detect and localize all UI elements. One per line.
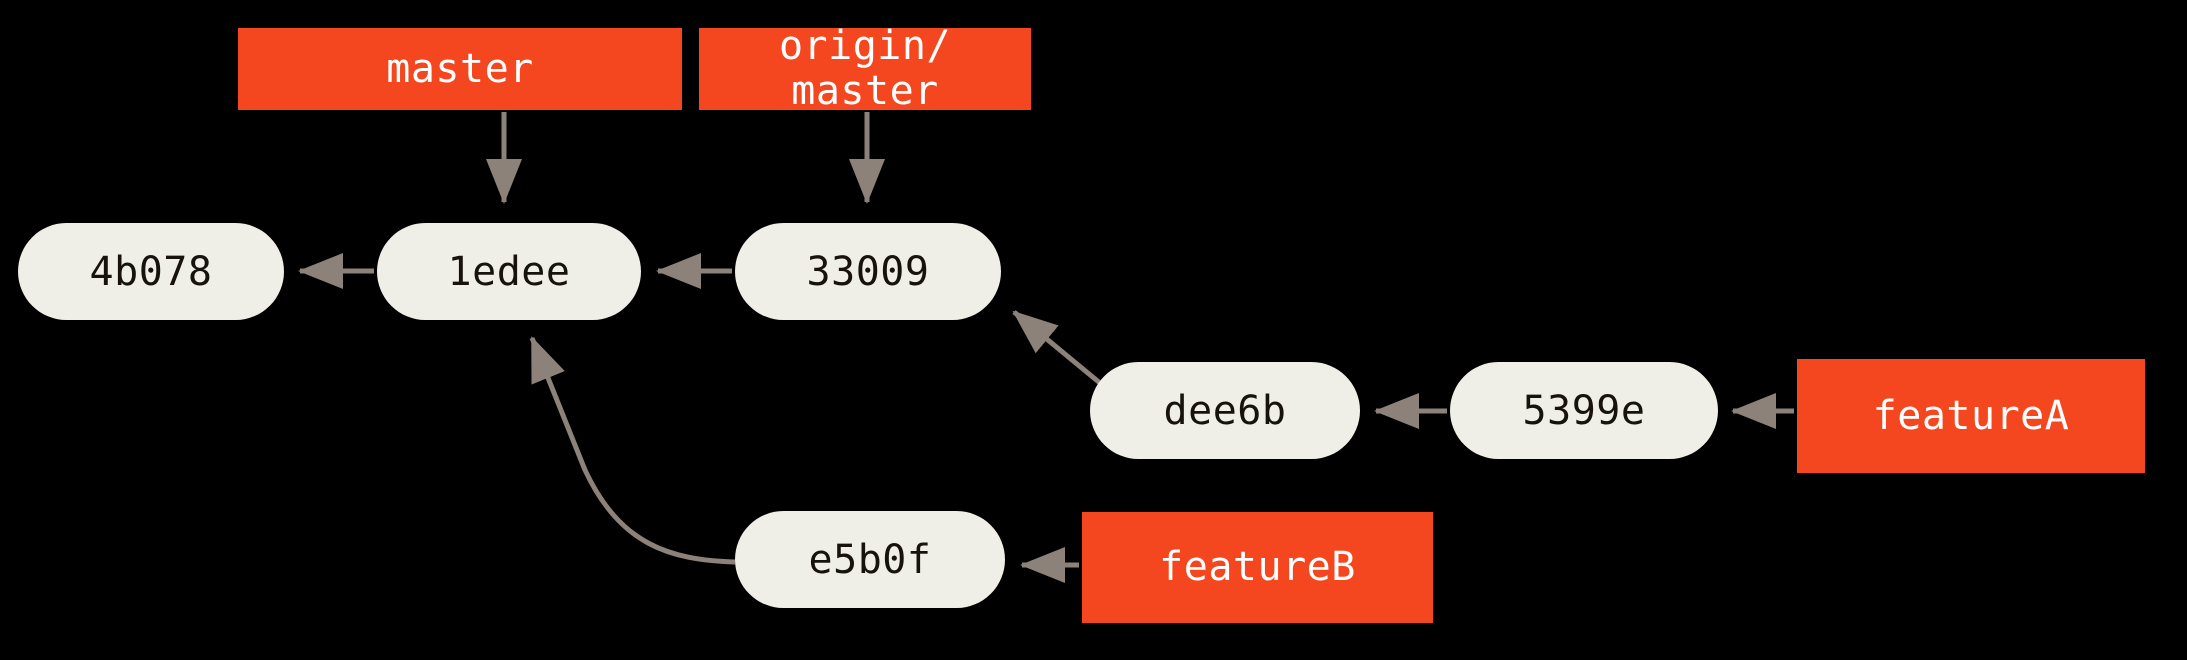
commit-node-5399e[interactable]: 5399e bbox=[1450, 362, 1718, 459]
commit-label-4b078: 4b078 bbox=[89, 248, 213, 295]
edge-e5b0f-to-1edee bbox=[529, 336, 736, 565]
commit-node-dee6b[interactable]: dee6b bbox=[1090, 362, 1360, 459]
edge-dee6b-to-33009 bbox=[1012, 310, 1102, 385]
commit-label-dee6b: dee6b bbox=[1163, 387, 1287, 434]
ref-label-master: master bbox=[386, 45, 534, 92]
ref-box-master[interactable]: master bbox=[238, 28, 682, 110]
ref-box-featureB[interactable]: featureB bbox=[1082, 512, 1433, 623]
commit-label-33009: 33009 bbox=[806, 248, 930, 295]
ref-label-featureA: featureA bbox=[1872, 392, 2070, 439]
commit-node-4b078[interactable]: 4b078 bbox=[18, 223, 284, 320]
commit-label-e5b0f: e5b0f bbox=[808, 536, 932, 583]
commit-node-33009[interactable]: 33009 bbox=[735, 223, 1001, 320]
commit-label-5399e: 5399e bbox=[1522, 387, 1646, 434]
commit-node-e5b0f[interactable]: e5b0f bbox=[735, 511, 1005, 608]
ref-label-origin-master: origin/ master bbox=[778, 23, 952, 114]
commit-node-1edee[interactable]: 1edee bbox=[377, 223, 641, 320]
ref-label-featureB: featureB bbox=[1159, 544, 1356, 591]
commit-label-1edee: 1edee bbox=[447, 248, 571, 295]
ref-box-featureA[interactable]: featureA bbox=[1797, 359, 2145, 473]
ref-box-origin-master[interactable]: origin/ master bbox=[699, 24, 1031, 113]
